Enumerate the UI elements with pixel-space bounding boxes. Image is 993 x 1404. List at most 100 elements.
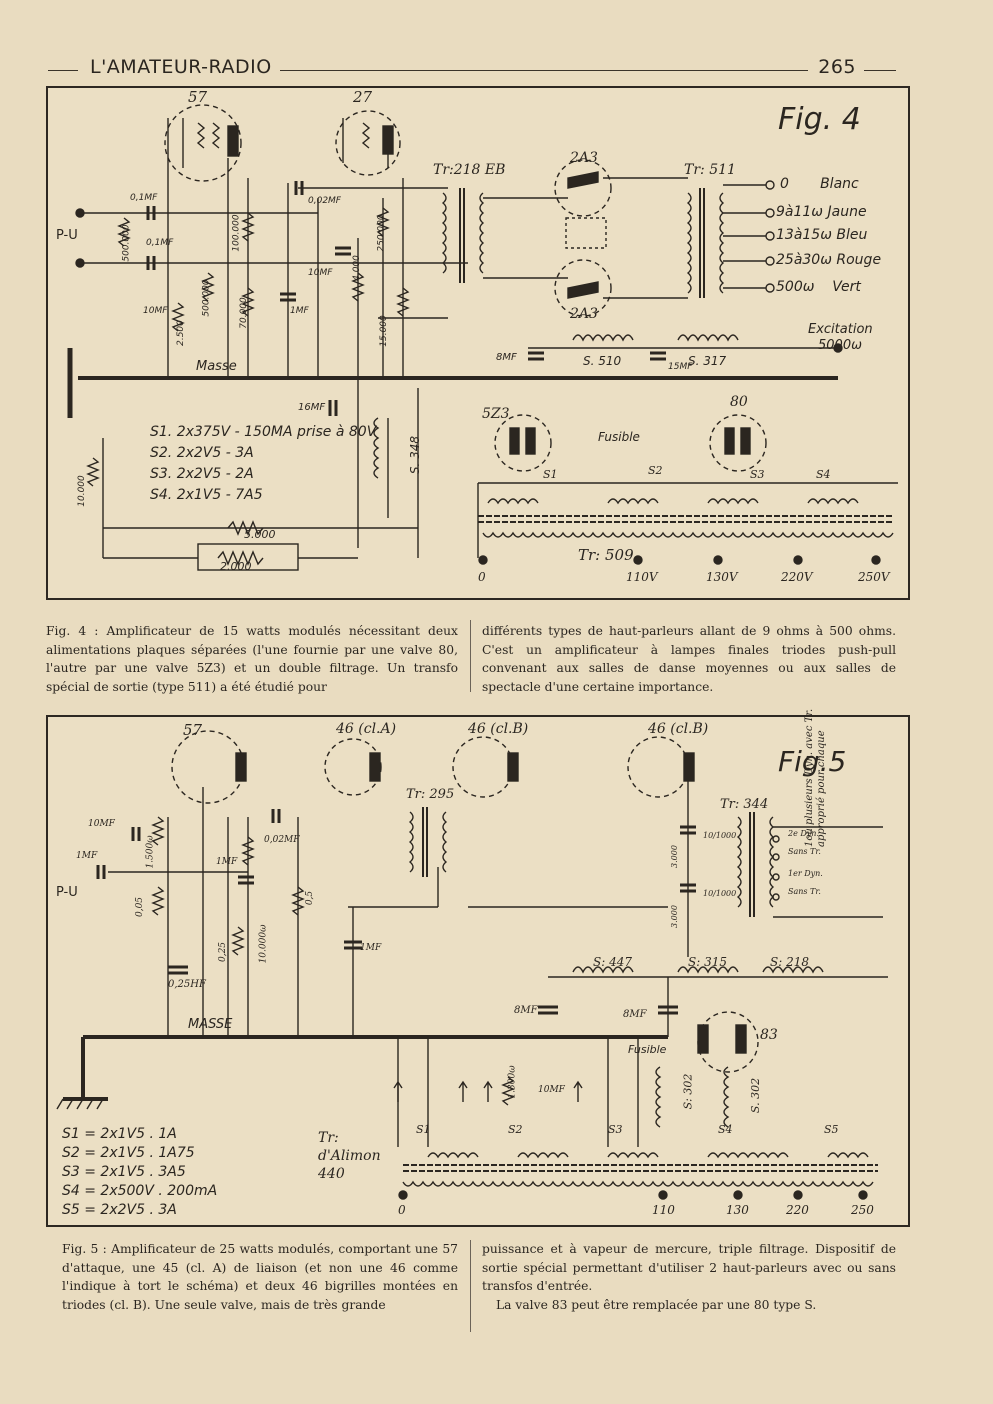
transformer-label: Tr: 344 <box>720 797 769 812</box>
secondary-label: S1 <box>416 1123 431 1136</box>
component-value: S: 218 <box>770 955 809 969</box>
legend-line: S4. 2x1V5 - 7A5 <box>150 487 263 503</box>
secondary-label: S2 <box>648 464 663 477</box>
component-value: 3.000 <box>669 905 679 928</box>
component-value: 250.000 <box>376 214 387 252</box>
fig5-label: Fig.5 <box>778 745 847 778</box>
excitation-label: Excitation <box>808 322 873 337</box>
figure-5-schematic: Fig.5 57 46 (cl.A) 46 (cl.B) 46 (cl.B) 8… <box>46 709 910 1227</box>
component-value: 1.300ω <box>507 1065 518 1099</box>
fig5-legend: S1 = 2x1V5 . 1A S2 = 2x1V5 . 1A75 S3 = 2… <box>62 1125 217 1220</box>
tube-80-label: 80 <box>730 394 748 410</box>
component-value: 10.000 <box>76 475 87 507</box>
masse-label: Masse <box>196 359 237 374</box>
fig4-legend: S1. 2x375V - 150MA prise à 80V S2. 2x2V5… <box>150 422 376 506</box>
secondary-label: S4 <box>816 468 831 481</box>
input-label: P-U <box>56 228 78 243</box>
tap-label: 250 <box>851 1203 874 1217</box>
secondary-label: S1 <box>543 468 558 481</box>
component-value: 10.000ω <box>258 924 269 964</box>
component-value: S. 348 <box>408 435 423 475</box>
component-value: S: 302 <box>681 1073 695 1110</box>
fig4-caption-left: Fig. 4 : Amplificateur de 15 watts modul… <box>46 622 458 696</box>
column-divider <box>470 1240 471 1332</box>
transformer-label: Tr: d'Alimon 440 <box>318 1130 381 1182</box>
fig4-label: Fig. 4 <box>778 102 861 137</box>
secondary-label: S3 <box>608 1123 623 1136</box>
input-label: P-U <box>56 885 78 900</box>
component-value: S: 315 <box>688 955 727 969</box>
component-value: S. 510 <box>583 354 622 368</box>
speaker-note: 1ou plusieurs Dyn. avec Tr. approprié po… <box>804 708 827 847</box>
component-value: 1MF <box>290 306 309 316</box>
component-value: 8MF <box>623 1009 647 1020</box>
transformer-label: Tr: 509 <box>578 546 634 564</box>
output-tap: 13à15ω Bleu <box>776 227 868 243</box>
caption-text: La valve 83 peut être remplacée par une … <box>496 1297 817 1312</box>
legend-line: S5 = 2x2V5 . 3A <box>62 1202 177 1218</box>
tap-label: 110 <box>652 1203 675 1217</box>
output-tap: 0 Blanc <box>780 176 859 192</box>
secondary-label: S3 <box>750 468 765 481</box>
tap-label: 0 <box>478 570 486 584</box>
caption-text: Fig. 5 : Amplificateur de 25 watts modul… <box>62 1242 458 1312</box>
component-value: 8MF <box>514 1005 538 1016</box>
speaker-tap: Sans Tr. <box>788 887 821 896</box>
tube-46-label: 46 (cl.A) <box>336 721 397 737</box>
component-value: 5.000 <box>244 528 276 541</box>
component-value: 0,02MF <box>308 196 341 206</box>
component-value: 0,25HF <box>168 979 206 990</box>
component-value: 1MF <box>76 851 98 861</box>
component-value: 1MF <box>360 943 382 953</box>
transformer-label: Tr:218 EB <box>433 162 506 178</box>
caption-text: puissance et à vapeur de mercure, triple… <box>482 1242 896 1293</box>
caption-text: différents types de haut-parleurs allant… <box>482 624 896 694</box>
tube-83-label: 83 <box>760 1027 778 1043</box>
component-value: 1MF <box>216 857 238 867</box>
header-rule <box>48 70 78 71</box>
figure-4-schematic: Fig. 4 57 27 2A3 2A3 5Z3 80 Tr:218 EB Tr… <box>46 86 910 600</box>
component-value: 500.000 <box>121 224 132 262</box>
component-value: 2.500 <box>175 320 186 346</box>
component-value: 0,05 <box>135 896 146 918</box>
component-value: 3.000 <box>669 845 679 868</box>
component-value: 0,25 <box>218 941 229 963</box>
component-value: 70.000 <box>238 297 249 329</box>
component-value: 100.000 <box>231 214 242 252</box>
output-tap: 9à11ω Jaune <box>776 204 867 220</box>
tube-5z3-label: 5Z3 <box>482 406 510 422</box>
legend-line: S2. 2x2V5 - 3A <box>150 445 254 461</box>
tap-label: 0 <box>398 1203 406 1217</box>
transformer-label: Tr: 295 <box>406 787 455 802</box>
output-tap: 500ω Vert <box>776 279 861 295</box>
component-value: 2.000 <box>220 560 252 573</box>
output-tap: 25à30ω Rouge <box>776 252 882 268</box>
header-rule <box>856 70 896 71</box>
component-value: 10MF <box>308 268 333 278</box>
component-value: 1.500ω <box>145 835 156 869</box>
speaker-tap: Sans Tr. <box>788 847 821 856</box>
tap-label: 220V <box>781 570 813 584</box>
component-value: 16MF <box>298 402 326 413</box>
component-value: S. 317 <box>688 354 727 368</box>
component-value: 10/1000 <box>703 831 737 840</box>
header-rule <box>248 70 808 71</box>
secondary-label: S2 <box>508 1123 523 1136</box>
tube-57-label: 57 <box>183 721 203 739</box>
tube-2a3-label: 2A3 <box>570 306 598 322</box>
tube-27-label: 27 <box>353 88 373 106</box>
component-value: 0,1MF <box>146 238 174 248</box>
legend-line: S1 = 2x1V5 . 1A <box>62 1126 177 1142</box>
tube-46-label: 46 (cl.B) <box>648 721 709 737</box>
magazine-title: L'AMATEUR-RADIO <box>82 56 280 78</box>
transformer-label: Tr: 511 <box>684 162 736 178</box>
speaker-tap: 2e Dyn. <box>788 829 819 838</box>
page-header: L'AMATEUR-RADIO 265 <box>48 52 896 84</box>
legend-line: S3. 2x2V5 - 2A <box>150 466 254 482</box>
caption-text: Fig. 4 : Amplificateur de 15 watts modul… <box>46 624 458 694</box>
tap-label: 130V <box>706 570 738 584</box>
tube-46-label: 46 (cl.B) <box>468 721 529 737</box>
fusible-label: Fusible <box>628 1043 667 1056</box>
component-value: 0,5 <box>305 890 316 906</box>
